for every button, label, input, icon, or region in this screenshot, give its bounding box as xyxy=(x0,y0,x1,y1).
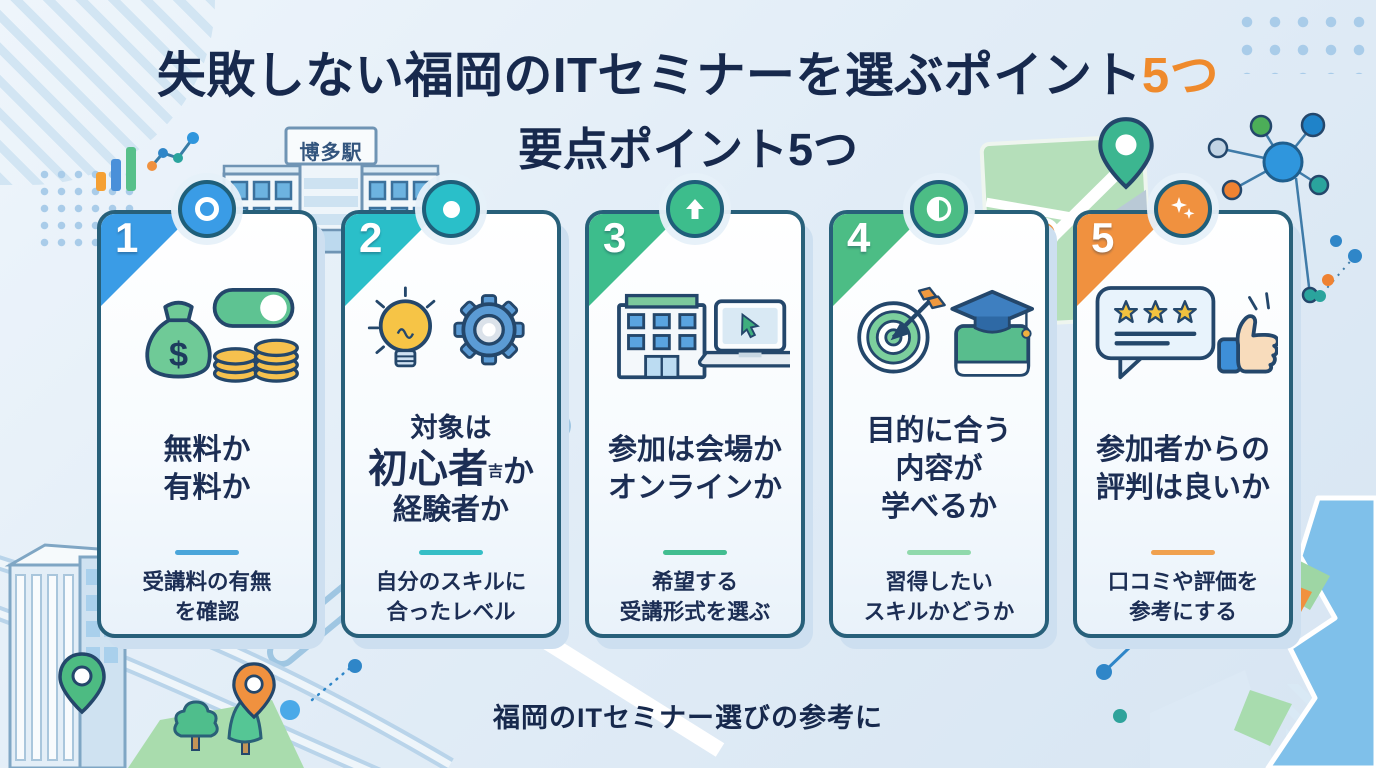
review-bubble-icon xyxy=(1095,286,1216,380)
divider xyxy=(175,550,239,555)
card-title: 参加は会場か オンラインか xyxy=(607,434,782,504)
page-title: 失敗しない福岡のITセミナーを選ぶポイント5つ 要点ポイント5つ xyxy=(0,36,1376,178)
network-graph-icon xyxy=(1207,112,1330,304)
card-number: 1 xyxy=(115,214,139,261)
svg-text:$: $ xyxy=(169,336,188,374)
bar-chart-icon xyxy=(96,147,136,191)
card-subtitle: 希望する 受講形式を選ぶ xyxy=(619,570,771,625)
card-point-4: 4 xyxy=(829,180,1049,638)
card-title: 目的に合う 内容が 学べるか xyxy=(866,415,1012,523)
card-subtitle: 習得したい スキルかどうか xyxy=(863,570,1015,625)
tree-icon xyxy=(173,696,263,755)
card-title: 参加者からの 評判は良いか xyxy=(1095,434,1270,504)
card-number: 3 xyxy=(603,214,627,261)
venue-illustration xyxy=(600,276,790,394)
dots-pattern-top-right xyxy=(1233,8,1369,74)
sparkle-icon xyxy=(1171,197,1195,219)
target-icon xyxy=(857,286,946,374)
building-icon xyxy=(617,293,707,380)
contrast-icon xyxy=(926,196,952,222)
card-number: 5 xyxy=(1091,214,1115,261)
dot-icon xyxy=(442,200,460,218)
money-bag-icon: $ xyxy=(145,300,212,379)
badge-circle xyxy=(910,180,968,238)
badge-circle xyxy=(666,180,724,238)
card-body: 4 xyxy=(829,210,1049,638)
station-sign-label: 博多駅 xyxy=(299,142,363,164)
card-number: 4 xyxy=(847,214,871,261)
title-line-1: 失敗しない福岡のITセミナーを選ぶポイント5つ xyxy=(0,36,1376,107)
card-point-1: 1 $ 無料か 有料か xyxy=(97,180,317,638)
ring-icon xyxy=(195,197,219,221)
coins-icon xyxy=(212,338,299,383)
title-line-2: 要点ポイント5つ xyxy=(517,124,859,175)
badge-circle xyxy=(1154,180,1212,238)
title-main-text: 失敗しない福岡のITセミナーを選ぶポイント xyxy=(156,49,1142,103)
card-point-5: 5 xyxy=(1073,180,1293,638)
card-subtitle: 口コミや評価を 参考にする xyxy=(1107,570,1259,625)
divider xyxy=(663,550,727,555)
card-body: 2 xyxy=(341,210,561,638)
card-title: 無料か 有料か xyxy=(163,434,251,504)
line-chart-icon xyxy=(147,132,199,171)
toggle-icon xyxy=(212,287,295,328)
card-body: 1 $ 無料か 有料か xyxy=(97,210,317,638)
review-illustration xyxy=(1088,276,1278,394)
thumbs-up-icon xyxy=(1217,292,1278,374)
card-point-2: 2 xyxy=(341,180,561,638)
map-pin-icon xyxy=(232,662,276,720)
card-title: 対象は 初心者吉か 経験者か xyxy=(367,412,534,526)
card-body: 3 xyxy=(585,210,805,638)
badge-circle xyxy=(422,180,480,238)
divider xyxy=(1151,550,1215,555)
card-point-3: 3 xyxy=(585,180,805,638)
footer-caption: 福岡のITセミナー選びの参考に xyxy=(493,703,883,733)
idea-illustration xyxy=(356,276,546,394)
points-row: 1 $ 無料か 有料か xyxy=(97,180,1297,638)
map-pin-icon xyxy=(1098,117,1154,190)
graduation-book-icon xyxy=(950,289,1034,377)
map-pin-icon xyxy=(58,652,106,715)
card-body: 5 xyxy=(1073,210,1293,638)
arrow-up-icon xyxy=(686,199,704,219)
divider xyxy=(907,550,971,555)
lightbulb-icon xyxy=(367,286,436,368)
gear-icon xyxy=(453,294,525,366)
card-subtitle: 自分のスキルに 合ったレベル xyxy=(375,570,527,625)
goal-illustration xyxy=(844,276,1034,394)
badge-circle xyxy=(178,180,236,238)
card-subtitle: 受講料の有無 を確認 xyxy=(142,570,272,625)
divider xyxy=(419,550,483,555)
dotted-line-nodes-icon xyxy=(1314,235,1362,302)
card-number: 2 xyxy=(359,214,383,261)
money-illustration: $ xyxy=(112,276,302,394)
laptop-icon xyxy=(697,299,790,368)
title-highlight-text: 5つ xyxy=(1141,49,1220,103)
